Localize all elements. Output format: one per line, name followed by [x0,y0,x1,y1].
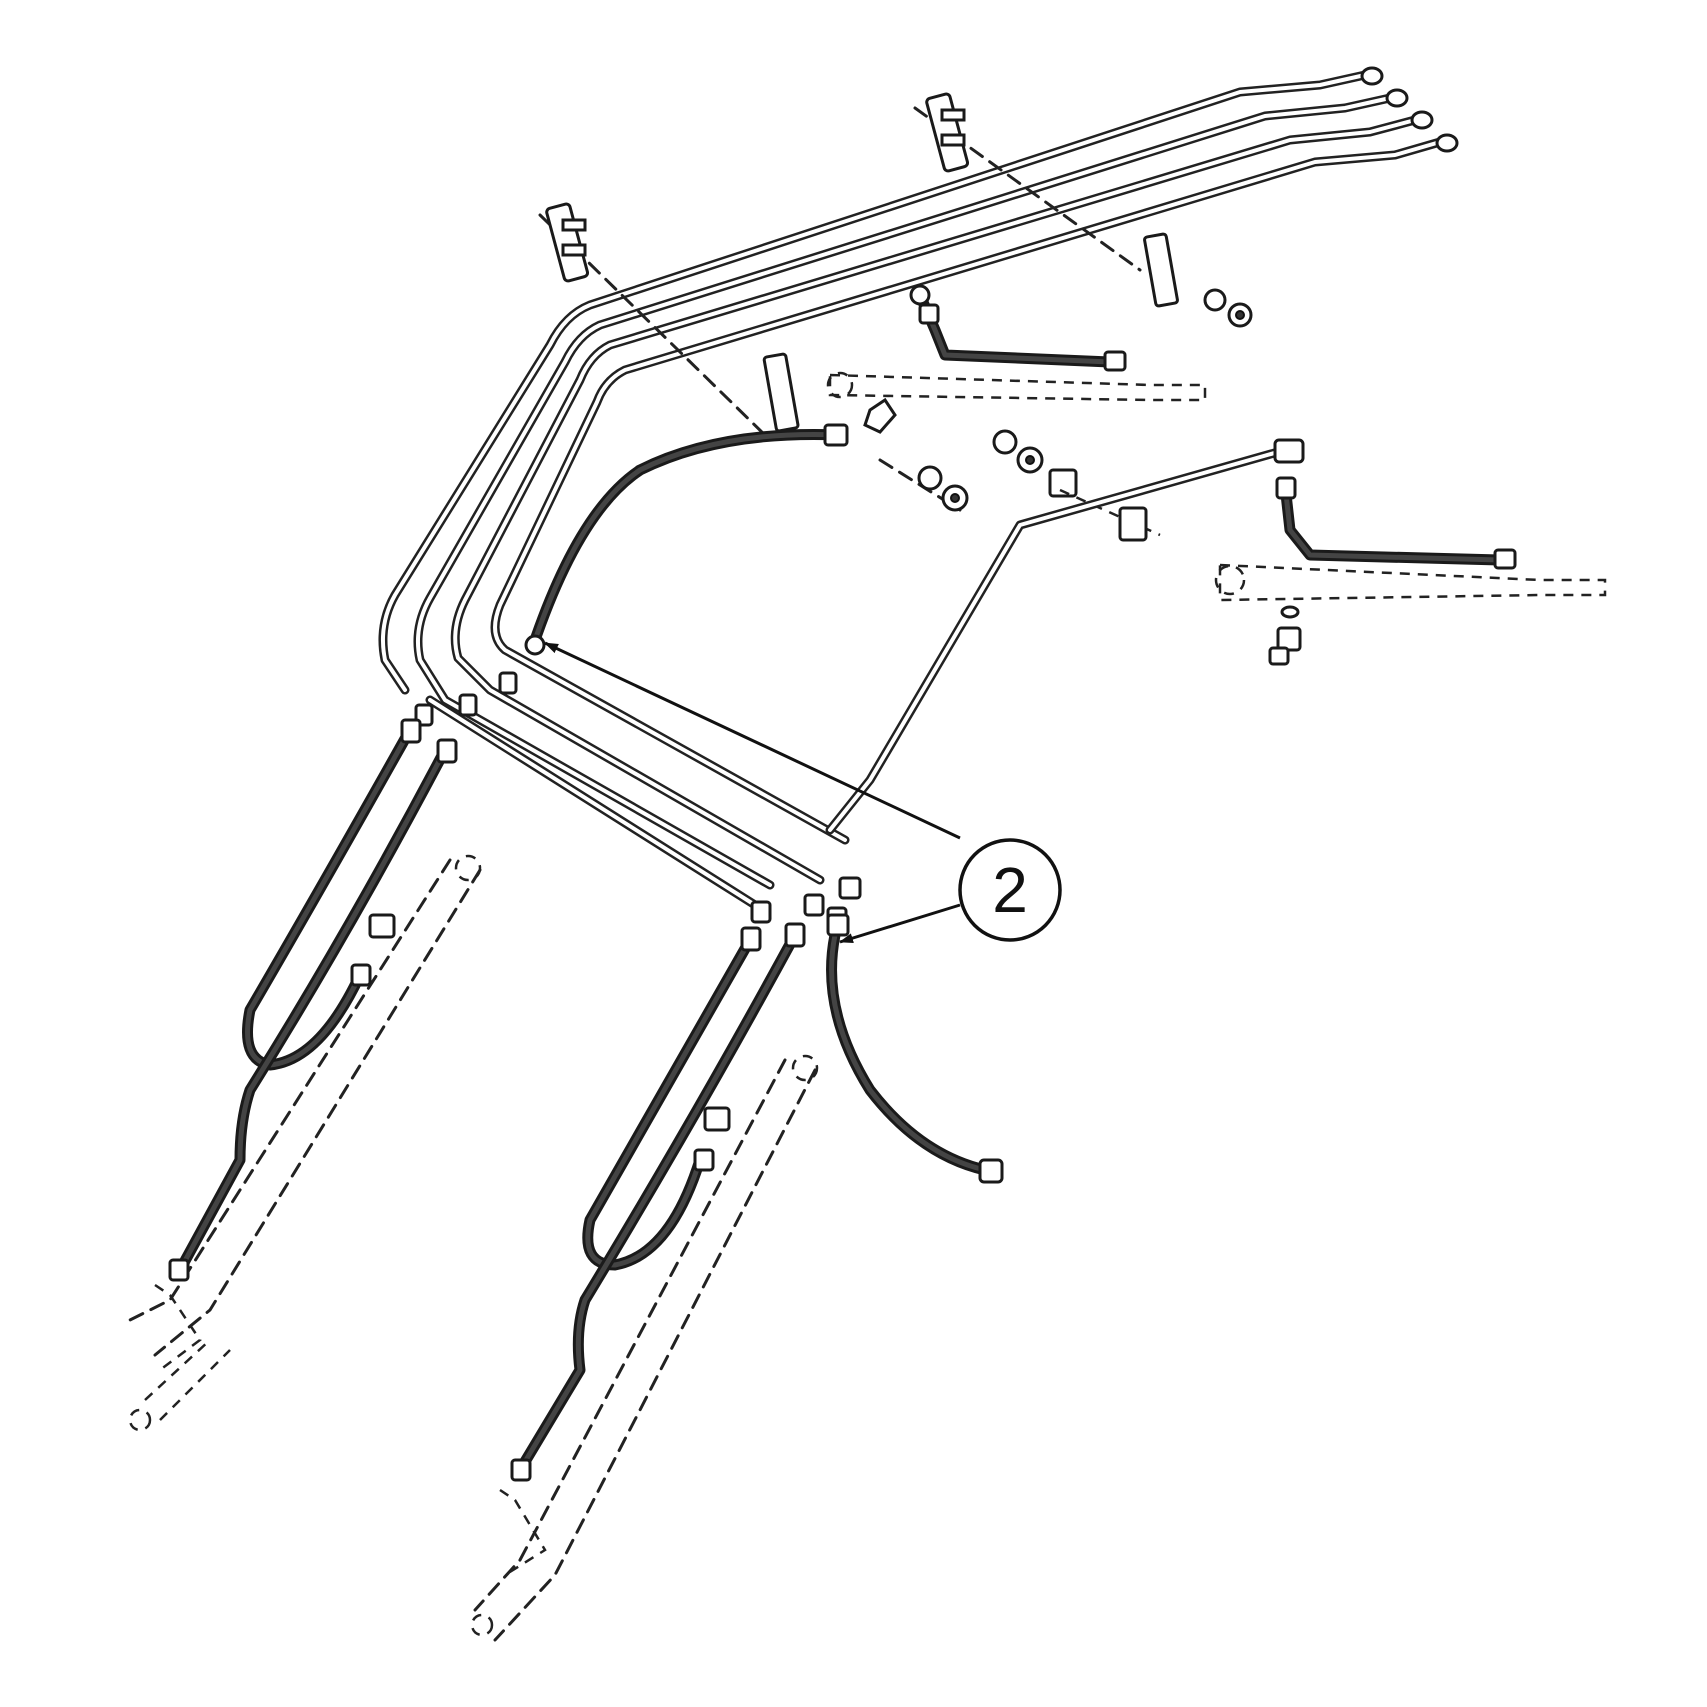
clamp-top-left [538,202,772,442]
rigid-pipe-4 [490,137,1445,845]
rigid-pipe-1 [378,70,1370,695]
right-boom-cylinder-dashed [470,1054,819,1642]
curved-hose-upper [524,423,849,656]
curved-hose-lower [826,913,1004,1184]
clamp-upper-right [1143,232,1253,328]
callout-label: 2 [992,854,1028,926]
rigid-pipe-bundle [378,70,1445,910]
callout-2: 2 [544,641,1062,944]
upper-cylinder-hose [909,284,1127,372]
clamp-top-mid [913,92,1142,272]
right-elbow-fitting [1268,605,1302,666]
right-cylinder-dashed [1214,563,1607,602]
rigid-pipe-3 [450,115,1420,885]
lower-end-fittings [750,876,862,928]
left-cylinder-dashed [128,854,482,1432]
clamp-center [762,352,969,512]
left-hoses [168,718,458,1282]
right-cylinder-hose [1275,476,1517,570]
nuts-center-right [992,429,1161,542]
callout-leader-lower [839,903,961,944]
upper-cylinder-dashed [826,371,1207,402]
rigid-pipe-2 [413,93,1395,890]
pipe-end-fittings [1360,66,1459,153]
callout-leader-upper [544,641,961,840]
rigid-pipe-lower [425,695,760,910]
right-cylinder-pipe [825,438,1305,835]
right-boom-hoses [510,922,806,1482]
callout-circle [958,838,1062,942]
